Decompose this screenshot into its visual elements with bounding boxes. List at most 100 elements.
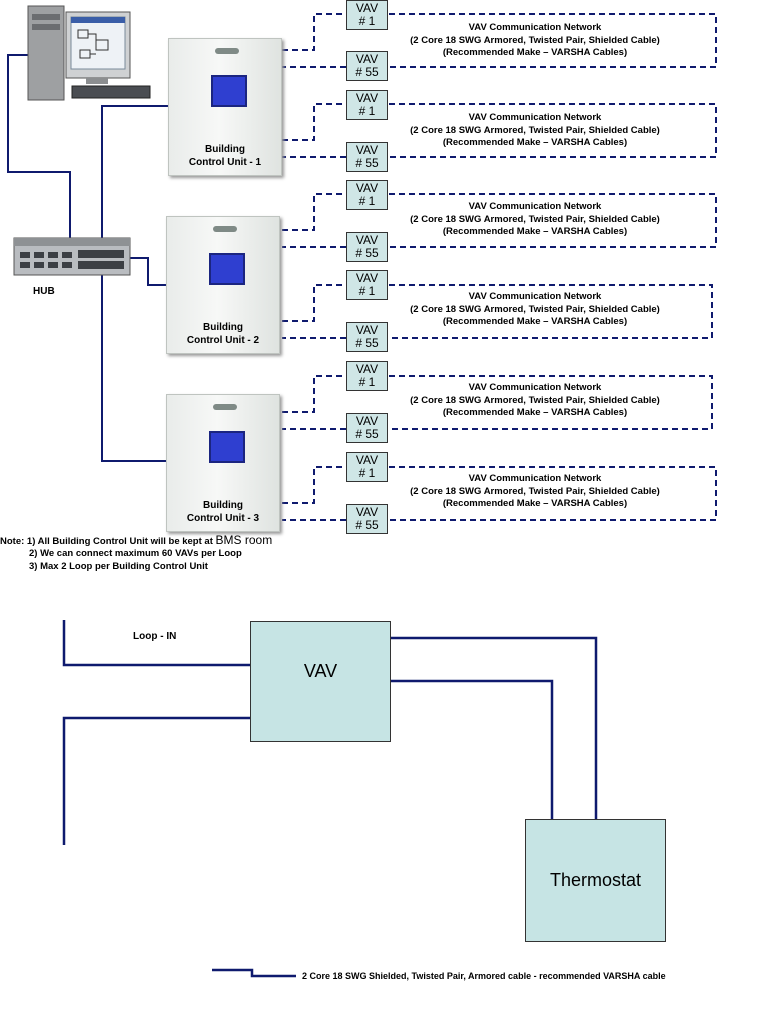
vav-box-55: VAV# 55 bbox=[346, 51, 388, 81]
network-title: VAV Communication Network bbox=[468, 291, 602, 302]
vav-label: VAV bbox=[355, 362, 379, 376]
network-make: (Recommended Make – VARSHA Cables) bbox=[442, 137, 628, 148]
vav-box-55: VAV# 55 bbox=[346, 322, 388, 352]
network-make: (Recommended Make – VARSHA Cables) bbox=[442, 226, 628, 237]
vav-number: # 55 bbox=[355, 518, 379, 532]
network-spec: (2 Core 18 SWG Armored, Twisted Pair, Sh… bbox=[410, 124, 660, 136]
vav-number: # 1 bbox=[358, 104, 376, 118]
bcu-caption-line1: Building bbox=[203, 500, 243, 511]
vav-number: # 55 bbox=[355, 336, 379, 350]
vav-box-1: VAV# 1 bbox=[346, 361, 388, 391]
hub-label: HUB bbox=[33, 286, 55, 297]
vav-number: # 55 bbox=[355, 427, 379, 441]
network-description: VAV Communication Network(2 Core 18 SWG … bbox=[380, 382, 690, 420]
vav-thermostat-cables bbox=[62, 620, 598, 978]
display-screen-icon bbox=[209, 253, 245, 285]
note-line-1-text: Note: 1) All Building Control Unit will … bbox=[0, 536, 216, 547]
bcu-caption-line1: Building bbox=[205, 144, 245, 155]
vav-number: # 1 bbox=[358, 14, 376, 28]
network-description: VAV Communication Network(2 Core 18 SWG … bbox=[380, 291, 690, 329]
hub-to-bcu2-cable bbox=[128, 257, 168, 286]
network-description: VAV Communication Network(2 Core 18 SWG … bbox=[380, 112, 690, 150]
network-title: VAV Communication Network bbox=[468, 201, 602, 212]
hub-to-bcu3-cable bbox=[101, 275, 168, 462]
network-spec: (2 Core 18 SWG Armored, Twisted Pair, Sh… bbox=[410, 34, 660, 46]
network-make: (Recommended Make – VARSHA Cables) bbox=[442, 316, 628, 327]
network-description: VAV Communication Network(2 Core 18 SWG … bbox=[380, 473, 690, 511]
network-description: VAV Communication Network(2 Core 18 SWG … bbox=[380, 22, 690, 60]
vav-number: # 55 bbox=[355, 246, 379, 260]
vav-box-1: VAV# 1 bbox=[346, 90, 388, 120]
network-spec: (2 Core 18 SWG Armored, Twisted Pair, Sh… bbox=[410, 394, 660, 406]
network-spec: (2 Core 18 SWG Armored, Twisted Pair, Sh… bbox=[410, 303, 660, 315]
display-screen-icon bbox=[209, 431, 245, 463]
vav-number: # 1 bbox=[358, 284, 376, 298]
hub-device-icon bbox=[13, 237, 131, 276]
vav-label: VAV bbox=[355, 323, 379, 337]
network-title: VAV Communication Network bbox=[468, 382, 602, 393]
vav-box-1: VAV# 1 bbox=[346, 180, 388, 210]
vav-unit-label: VAV bbox=[303, 660, 338, 681]
vav-number: # 1 bbox=[358, 466, 376, 480]
thermostat-label: Thermostat bbox=[549, 870, 642, 890]
vav-box-55: VAV# 55 bbox=[346, 232, 388, 262]
vav-box-1: VAV# 1 bbox=[346, 270, 388, 300]
thermostat-box: Thermostat bbox=[525, 819, 666, 942]
vav-box-55: VAV# 55 bbox=[346, 142, 388, 172]
vav-label: VAV bbox=[355, 1, 379, 15]
vav-box-1: VAV# 1 bbox=[346, 0, 388, 30]
network-make: (Recommended Make – VARSHA Cables) bbox=[442, 407, 628, 418]
network-title: VAV Communication Network bbox=[468, 112, 602, 123]
network-title: VAV Communication Network bbox=[468, 22, 602, 33]
vav-label: VAV bbox=[355, 414, 379, 428]
note-line-1: Note: 1) All Building Control Unit will … bbox=[0, 533, 272, 547]
vav-number: # 55 bbox=[355, 156, 379, 170]
trane-logo-icon bbox=[213, 404, 237, 410]
vav-number: # 55 bbox=[355, 65, 379, 79]
trane-logo-icon bbox=[215, 48, 239, 54]
vav-box-55: VAV# 55 bbox=[346, 504, 388, 534]
bcu-caption-line2: Control Unit - 3 bbox=[186, 513, 260, 524]
backbone-cables bbox=[7, 54, 168, 462]
trane-logo-icon bbox=[213, 226, 237, 232]
computer-icon bbox=[27, 5, 151, 101]
vav-label: VAV bbox=[355, 181, 379, 195]
cable-legend-text: 2 Core 18 SWG Shielded, Twisted Pair, Ar… bbox=[302, 971, 666, 981]
network-make: (Recommended Make – VARSHA Cables) bbox=[442, 47, 628, 58]
bcu-caption-line2: Control Unit - 1 bbox=[188, 157, 262, 168]
vav-label: VAV bbox=[355, 52, 379, 66]
vav-number: # 1 bbox=[358, 194, 376, 208]
vav-box-1: VAV# 1 bbox=[346, 452, 388, 482]
bcu-caption-line2: Control Unit - 2 bbox=[186, 335, 260, 346]
vav-label: VAV bbox=[355, 505, 379, 519]
network-make: (Recommended Make – VARSHA Cables) bbox=[442, 498, 628, 509]
network-spec: (2 Core 18 SWG Armored, Twisted Pair, Sh… bbox=[410, 485, 660, 497]
vav-label: VAV bbox=[355, 271, 379, 285]
display-screen-icon bbox=[211, 75, 247, 107]
note-line-2: 2) We can connect maximum 60 VAVs per Lo… bbox=[29, 548, 242, 559]
network-spec: (2 Core 18 SWG Armored, Twisted Pair, Sh… bbox=[410, 213, 660, 225]
vav-label: VAV bbox=[355, 453, 379, 467]
vav-label: VAV bbox=[355, 143, 379, 157]
vav-number: # 1 bbox=[358, 375, 376, 389]
vav-box-55: VAV# 55 bbox=[346, 413, 388, 443]
vav-unit-box: VAV bbox=[250, 621, 391, 742]
pc-to-hub-cable bbox=[7, 54, 71, 238]
note-line-1-location: BMS room bbox=[215, 533, 273, 547]
note-line-3: 3) Max 2 Loop per Building Control Unit bbox=[29, 561, 208, 572]
loop-in-label: Loop - IN bbox=[133, 631, 177, 642]
vav-label: VAV bbox=[355, 91, 379, 105]
vav-label: VAV bbox=[355, 233, 379, 247]
legend-cable-symbol bbox=[212, 968, 296, 978]
hub-to-bcu1-cable bbox=[101, 105, 168, 238]
network-description: VAV Communication Network(2 Core 18 SWG … bbox=[380, 201, 690, 239]
network-title: VAV Communication Network bbox=[468, 473, 602, 484]
vav-loops bbox=[282, 13, 717, 521]
